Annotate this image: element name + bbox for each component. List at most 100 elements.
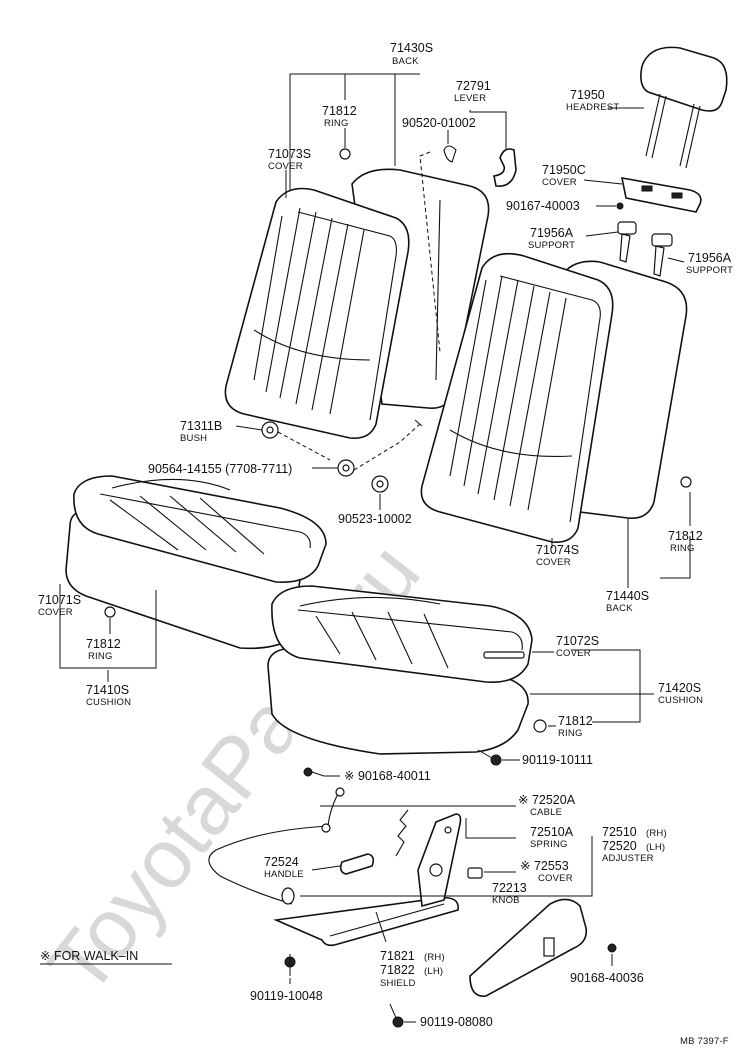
callout-71430s-label: BACK xyxy=(392,56,419,67)
callout-71950-num: 71950 xyxy=(570,88,605,102)
callout-90119-10111-num: 90119-10111 xyxy=(522,753,593,767)
callout-90167-num: 90167-40003 xyxy=(506,199,580,213)
callout-90564-num: 90564-14155 (7708-7711) xyxy=(148,462,292,476)
adjuster-rail xyxy=(273,896,459,947)
callout-72510a-num: 72510A xyxy=(530,825,574,839)
bolt-90168-40011 xyxy=(303,767,325,777)
callout-71430s-num: 71430S xyxy=(390,41,433,55)
ring-71812-left xyxy=(104,606,116,618)
knob-72213 xyxy=(281,887,295,905)
callout-71074s-num: 71074S xyxy=(536,543,579,557)
callout-71420s-label: CUSHION xyxy=(658,695,703,706)
callout-71311b-label: BUSH xyxy=(180,433,207,444)
callout-labels: 71430S BACK 72791 LEVER 71812 RING 90520… xyxy=(38,41,733,1047)
seat-cushion-right-cover xyxy=(271,585,533,683)
adjuster-bracket xyxy=(417,813,462,908)
callout-71311b-num: 71311B xyxy=(180,419,222,433)
callout-71812-right-num: 71812 xyxy=(668,529,703,543)
callout-71410s-label: CUSHION xyxy=(86,697,131,708)
callout-71440s-label: BACK xyxy=(606,603,633,614)
callout-71821-num: 71821 xyxy=(380,949,415,963)
callout-71812-top-num: 71812 xyxy=(322,104,357,118)
leader-lines xyxy=(40,73,691,1023)
bolt-90168-40036 xyxy=(607,943,617,953)
callout-90119-10048-num: 90119-10048 xyxy=(250,989,323,1003)
handle-72524 xyxy=(339,853,375,875)
bush-90564 xyxy=(337,459,355,477)
callout-71071s-label: COVER xyxy=(38,607,73,618)
bolt-90119-10111 xyxy=(477,749,502,766)
callout-72213-label: KNOB xyxy=(492,895,520,906)
callout-71822-num: 71822 xyxy=(380,963,415,977)
callout-72524-label: HANDLE xyxy=(264,869,304,880)
callout-71073s-label: COVER xyxy=(268,161,303,172)
callout-72524-num: 72524 xyxy=(264,855,299,869)
callout-71074s-label: COVER xyxy=(536,557,571,568)
callout-71073s-num: 71073S xyxy=(268,147,311,161)
bush-71311b xyxy=(261,421,279,439)
cover-72553 xyxy=(467,867,483,879)
callout-71950c-num: 71950C xyxy=(542,163,586,177)
callout-72520-label: ADJUSTER xyxy=(602,853,654,864)
seat-cushion-left-cover xyxy=(73,475,327,583)
callout-90523-num: 90523-10002 xyxy=(338,512,412,526)
diagram-code: MB 7397-F xyxy=(680,1036,729,1047)
headrest-cover-plate xyxy=(620,177,702,213)
walk-in-note: ※ FOR WALK–IN xyxy=(40,949,138,963)
spring-72510a xyxy=(395,809,409,857)
callout-71956a-right-num: 71956A xyxy=(688,251,732,265)
seat-back-right-cover xyxy=(420,252,614,544)
callout-71950c-label: COVER xyxy=(542,177,577,188)
headrest xyxy=(640,46,728,169)
callout-90119-08080-num: 90119-08080 xyxy=(420,1015,493,1029)
seat-back-left-cover xyxy=(224,187,410,440)
lever-72791 xyxy=(443,145,517,187)
shield-71821 xyxy=(469,898,588,997)
callout-72520a-num: ※ 72520A xyxy=(518,793,576,807)
bolt-90119-10048 xyxy=(284,954,296,976)
callout-72520-suffix: (LH) xyxy=(646,842,665,853)
callout-71812-left-num: 71812 xyxy=(86,637,121,651)
callout-72553-label: COVER xyxy=(538,873,573,884)
callout-71822-label: SHIELD xyxy=(380,978,416,989)
callout-72553-num: ※ 72553 xyxy=(520,859,569,873)
callout-71822-suffix: (LH) xyxy=(424,966,443,977)
callout-71812-left-label: RING xyxy=(88,651,113,662)
callout-72520-num: 72520 xyxy=(602,839,637,853)
callout-72510-suffix: (RH) xyxy=(646,828,667,839)
callout-71812-cushion-num: 71812 xyxy=(558,714,593,728)
callout-71956a-left-num: 71956A xyxy=(530,226,574,240)
callout-72520a-label: CABLE xyxy=(530,807,562,818)
headrest-support-left xyxy=(617,221,637,263)
left-back-pin xyxy=(414,419,423,427)
callout-90168-40036-num: 90168-40036 xyxy=(570,971,644,985)
cable-72520a xyxy=(208,787,345,905)
callout-72213-num: 72213 xyxy=(492,881,527,895)
lever-dashed-path xyxy=(419,151,441,353)
callout-71812-cushion-label: RING xyxy=(558,728,583,739)
callout-71072s-num: 71072S xyxy=(556,634,599,648)
callout-71950-label: HEADREST xyxy=(566,102,619,113)
callout-72791-label: LEVER xyxy=(454,93,486,104)
callout-71420s-num: 71420S xyxy=(658,681,701,695)
callout-71812-right-label: RING xyxy=(670,543,695,554)
callout-71440s-num: 71440S xyxy=(606,589,649,603)
callout-71410s-num: 71410S xyxy=(86,683,129,697)
callout-72510-num: 72510 xyxy=(602,825,637,839)
bush-90523 xyxy=(371,475,389,493)
callout-71956a-left-label: SUPPORT xyxy=(528,240,575,251)
headrest-support-right xyxy=(651,233,673,277)
bolt-90119-08080 xyxy=(389,1003,404,1028)
callout-72791-num: 72791 xyxy=(456,79,491,93)
callout-71071s-num: 71071S xyxy=(38,593,81,607)
ring-71812-right xyxy=(680,476,692,488)
callout-71956a-right-label: SUPPORT xyxy=(686,265,733,276)
ring-71812-top xyxy=(339,148,351,160)
callout-71812-top-label: RING xyxy=(324,118,349,129)
callout-90520-num: 90520-01002 xyxy=(402,116,476,130)
callout-72510a-label: SPRING xyxy=(530,839,568,850)
ring-71812-cushion xyxy=(533,719,547,733)
callout-71072s-label: COVER xyxy=(556,648,591,659)
screw-90167 xyxy=(616,202,624,210)
